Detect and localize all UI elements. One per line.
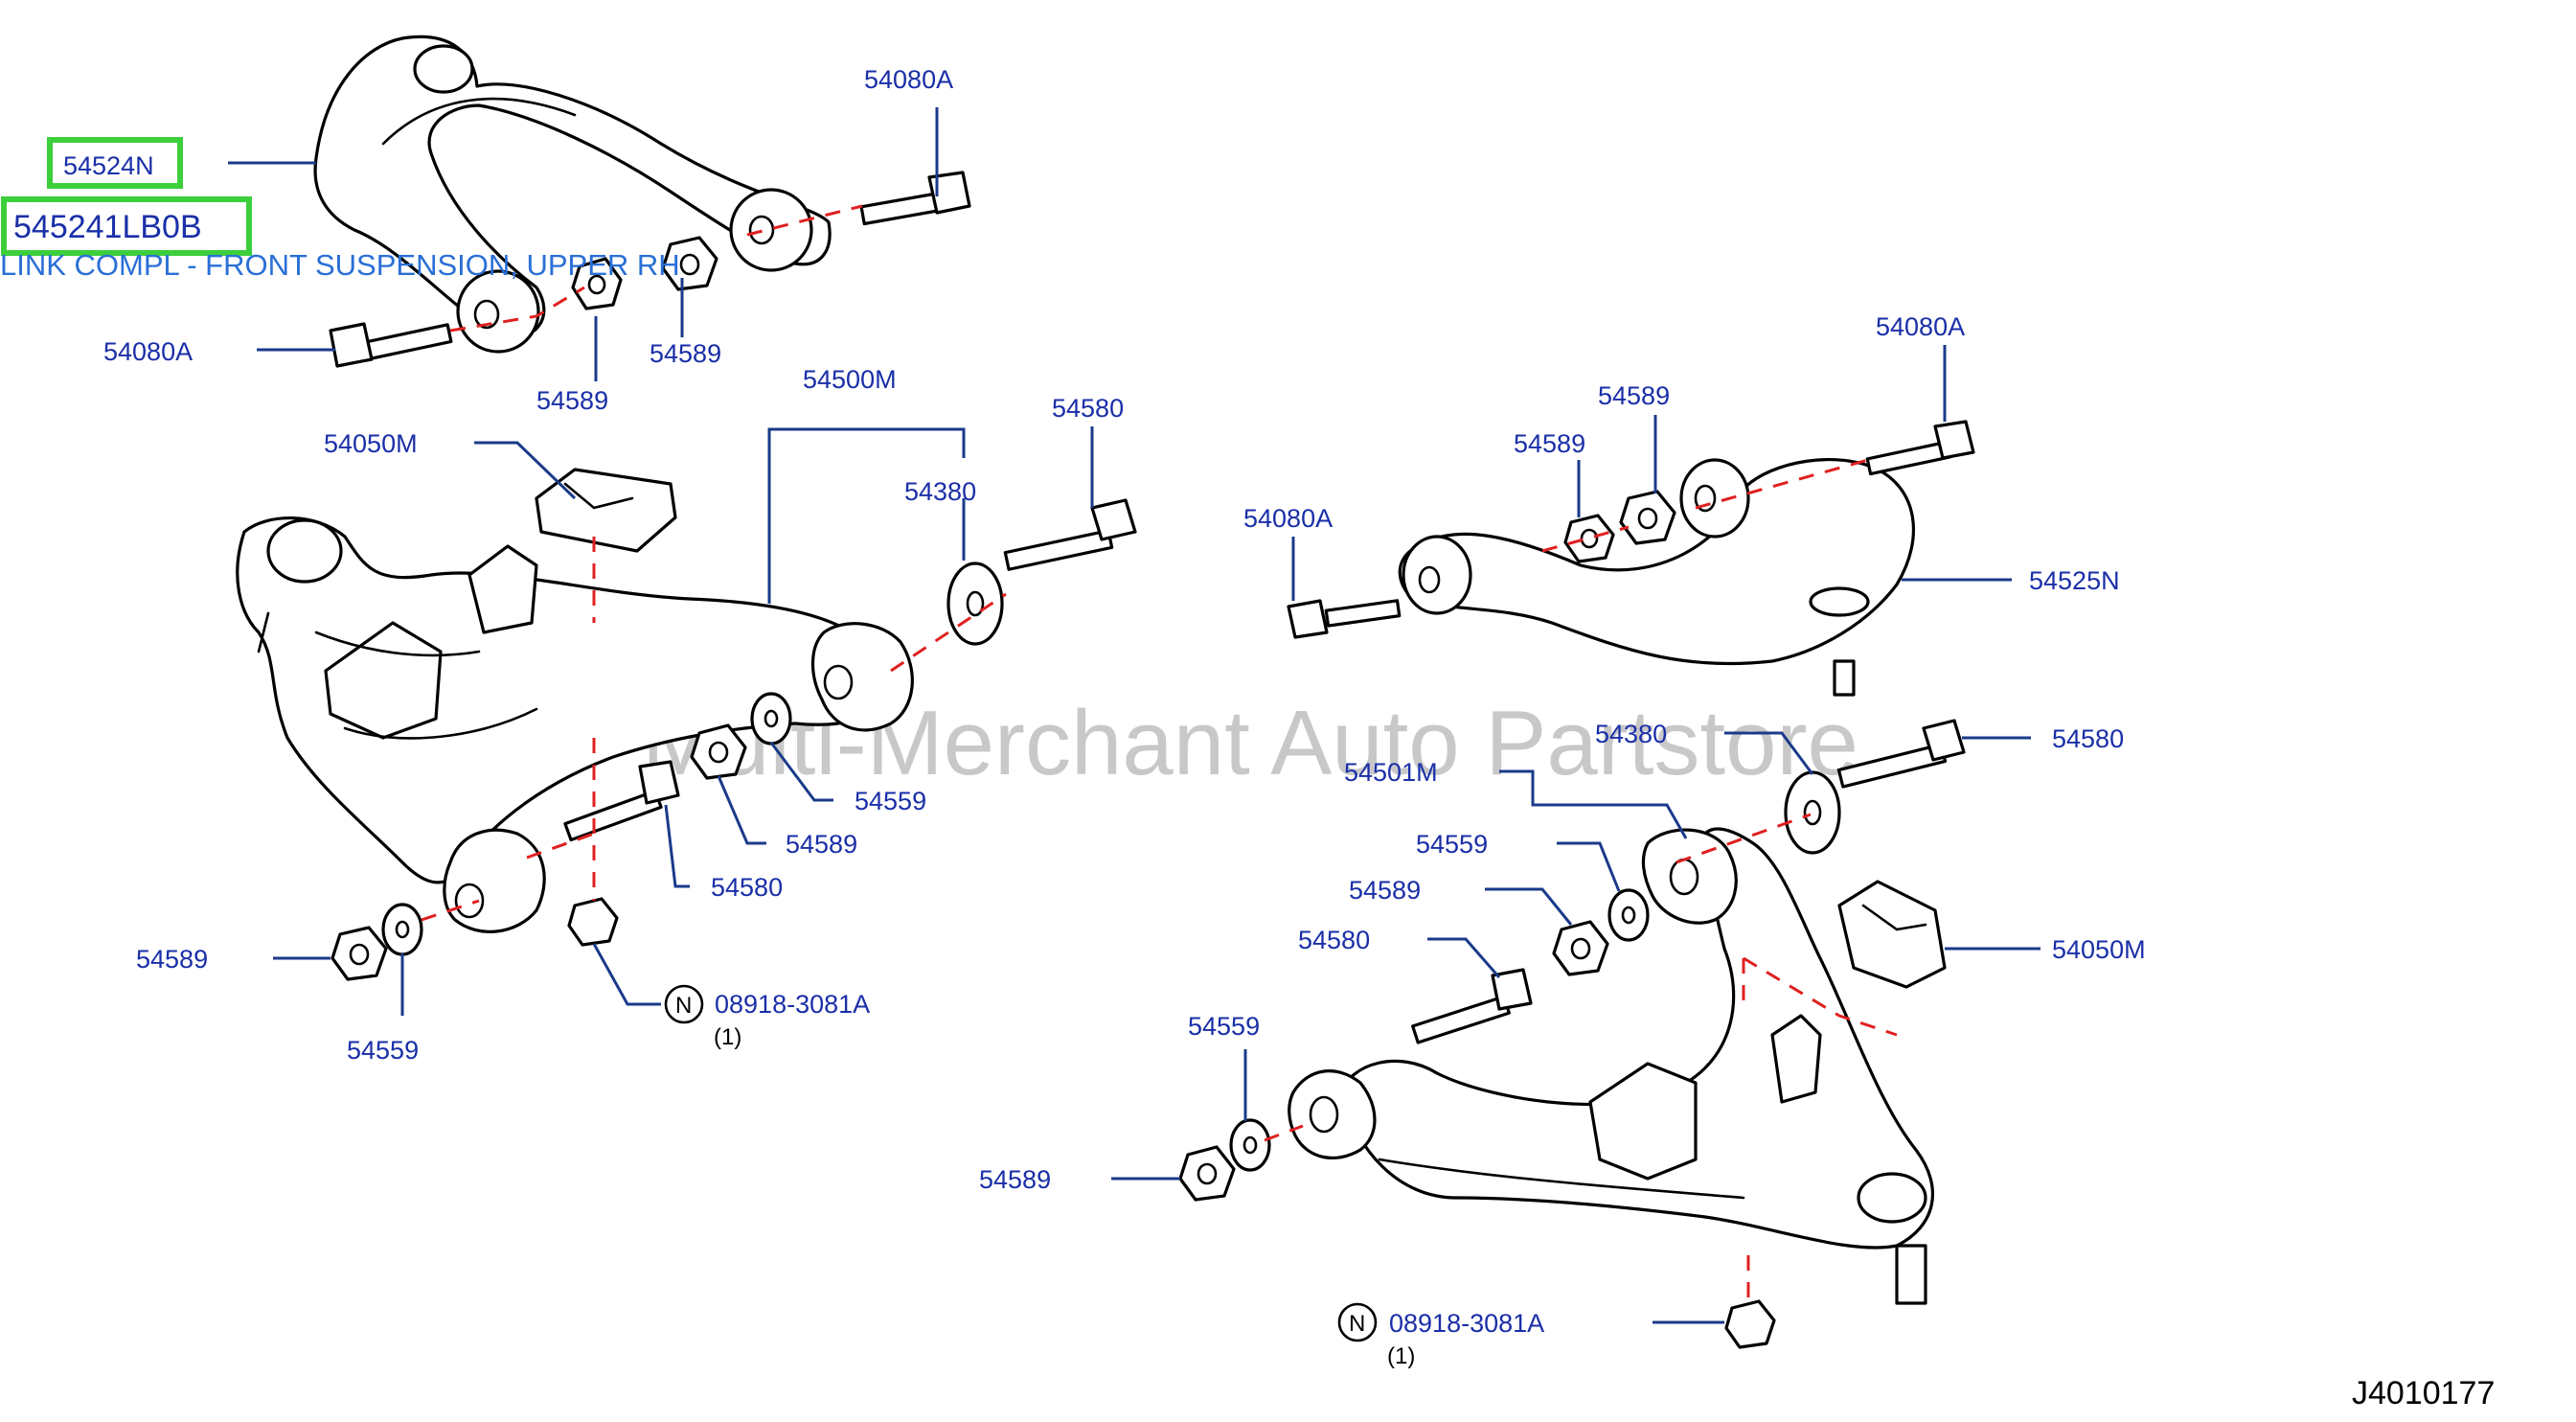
ul-bolt-right[interactable]: [859, 171, 971, 226]
highlight-description: LINK COMPL - FRONT SUSPENSION, UPPER RH: [0, 248, 680, 282]
label-ul-nut-a[interactable]: 54589: [536, 386, 608, 415]
label-ll-washer-left[interactable]: 54559: [347, 1036, 419, 1065]
lr-bump-stopper[interactable]: [1837, 880, 1947, 989]
n-symbol-left: [664, 984, 704, 1024]
label-ul-nut-b[interactable]: 54589: [650, 339, 721, 368]
lr-washer-top[interactable]: [1784, 770, 1841, 855]
upper-right-control-arm[interactable]: [1398, 458, 1916, 697]
lr-washer-mid[interactable]: [1607, 888, 1650, 942]
label-ll-washer-mid[interactable]: 54559: [855, 787, 926, 815]
lower-right-control-arm[interactable]: [1288, 827, 1934, 1305]
highlight-catalog-number[interactable]: 545241LB0B: [13, 209, 202, 245]
label-lr-washer-mid[interactable]: 54559: [1416, 830, 1488, 859]
ll-nut-mid[interactable]: [690, 723, 747, 780]
ur-nut-b[interactable]: [1563, 514, 1615, 563]
label-lr-washer-top[interactable]: 54380: [1595, 720, 1667, 748]
label-lr-nut-mid[interactable]: 54589: [1349, 876, 1421, 905]
ur-nut-a[interactable]: [1619, 490, 1676, 545]
n-symbol-right-letter: N: [1349, 1311, 1365, 1337]
lr-nut-left[interactable]: [1178, 1145, 1236, 1202]
n-symbol-left-letter: N: [675, 993, 692, 1019]
ll-washer-top[interactable]: [946, 562, 1004, 646]
label-ur-nut-a[interactable]: 54589: [1598, 381, 1670, 410]
label-ur-bolt-left[interactable]: 54080A: [1243, 504, 1333, 533]
label-ll-washer-top[interactable]: 54380: [904, 477, 976, 506]
label-ur-arm[interactable]: 54525N: [2029, 566, 2120, 595]
lr-qty: (1): [1387, 1343, 1415, 1369]
ul-nut-b[interactable]: [571, 257, 623, 310]
ul-nut-a[interactable]: [661, 236, 718, 291]
label-lr-washer-left[interactable]: 54559: [1188, 1012, 1260, 1041]
label-ur-bolt-top[interactable]: 54080A: [1876, 312, 1965, 341]
upper-left-control-arm[interactable]: [313, 34, 832, 354]
highlight-part-number[interactable]: 54524N: [63, 151, 154, 180]
highlight-part-box[interactable]: [47, 137, 183, 189]
lr-nut-n[interactable]: [1724, 1299, 1776, 1349]
ll-qty: (1): [714, 1024, 741, 1050]
ll-bump-stopper[interactable]: [535, 468, 677, 553]
ul-bolt-left[interactable]: [329, 322, 453, 368]
label-ul-bolt-left[interactable]: 54080A: [103, 337, 193, 366]
leader-lines: [228, 107, 2040, 1324]
label-lr-bolt-top[interactable]: 54580: [2052, 724, 2124, 753]
ur-bolt-left[interactable]: [1287, 599, 1402, 639]
label-lr-bumper[interactable]: 54050M: [2052, 935, 2146, 964]
label-ll-bumper[interactable]: 54050M: [324, 429, 418, 458]
label-ll-nut-mid[interactable]: 54589: [786, 830, 857, 859]
ll-bolt-top[interactable]: [1003, 498, 1137, 571]
label-lr-arm-ref[interactable]: 54501M: [1344, 758, 1438, 787]
lr-bolt-top[interactable]: [1836, 719, 1966, 789]
lr-nut-mid[interactable]: [1552, 920, 1609, 976]
ur-bolt-top[interactable]: [1865, 420, 1975, 476]
label-ll-nut-n[interactable]: 08918-3081A: [715, 990, 870, 1019]
label-ll-bolt-top[interactable]: 54580: [1052, 394, 1124, 423]
ll-nut-left[interactable]: [331, 926, 388, 981]
n-symbol-right: [1337, 1302, 1378, 1342]
ll-washer-left[interactable]: [381, 903, 423, 956]
lr-bolt-mid[interactable]: [1411, 968, 1533, 1044]
label-ll-bolt-mid[interactable]: 54580: [711, 873, 783, 902]
label-ul-bolt-right[interactable]: 54080A: [864, 65, 953, 94]
ll-bolt-mid[interactable]: [563, 760, 680, 842]
label-ur-nut-b[interactable]: 54589: [1514, 429, 1585, 458]
lr-washer-left[interactable]: [1229, 1118, 1271, 1172]
label-ll-nut-left[interactable]: 54589: [136, 945, 208, 974]
label-lr-nut-n[interactable]: 08918-3081A: [1389, 1309, 1544, 1338]
label-lr-bolt-mid[interactable]: 54580: [1298, 926, 1370, 954]
highlight-catalog-box[interactable]: [1, 196, 252, 256]
label-lr-nut-left[interactable]: 54589: [979, 1165, 1051, 1194]
ll-nut-n[interactable]: [567, 897, 619, 947]
lower-left-control-arm[interactable]: [236, 516, 914, 933]
ll-washer-mid[interactable]: [750, 692, 792, 745]
label-ll-arm-ref[interactable]: 54500M: [803, 365, 897, 394]
drawing-code: J4010177: [2352, 1375, 2495, 1411]
